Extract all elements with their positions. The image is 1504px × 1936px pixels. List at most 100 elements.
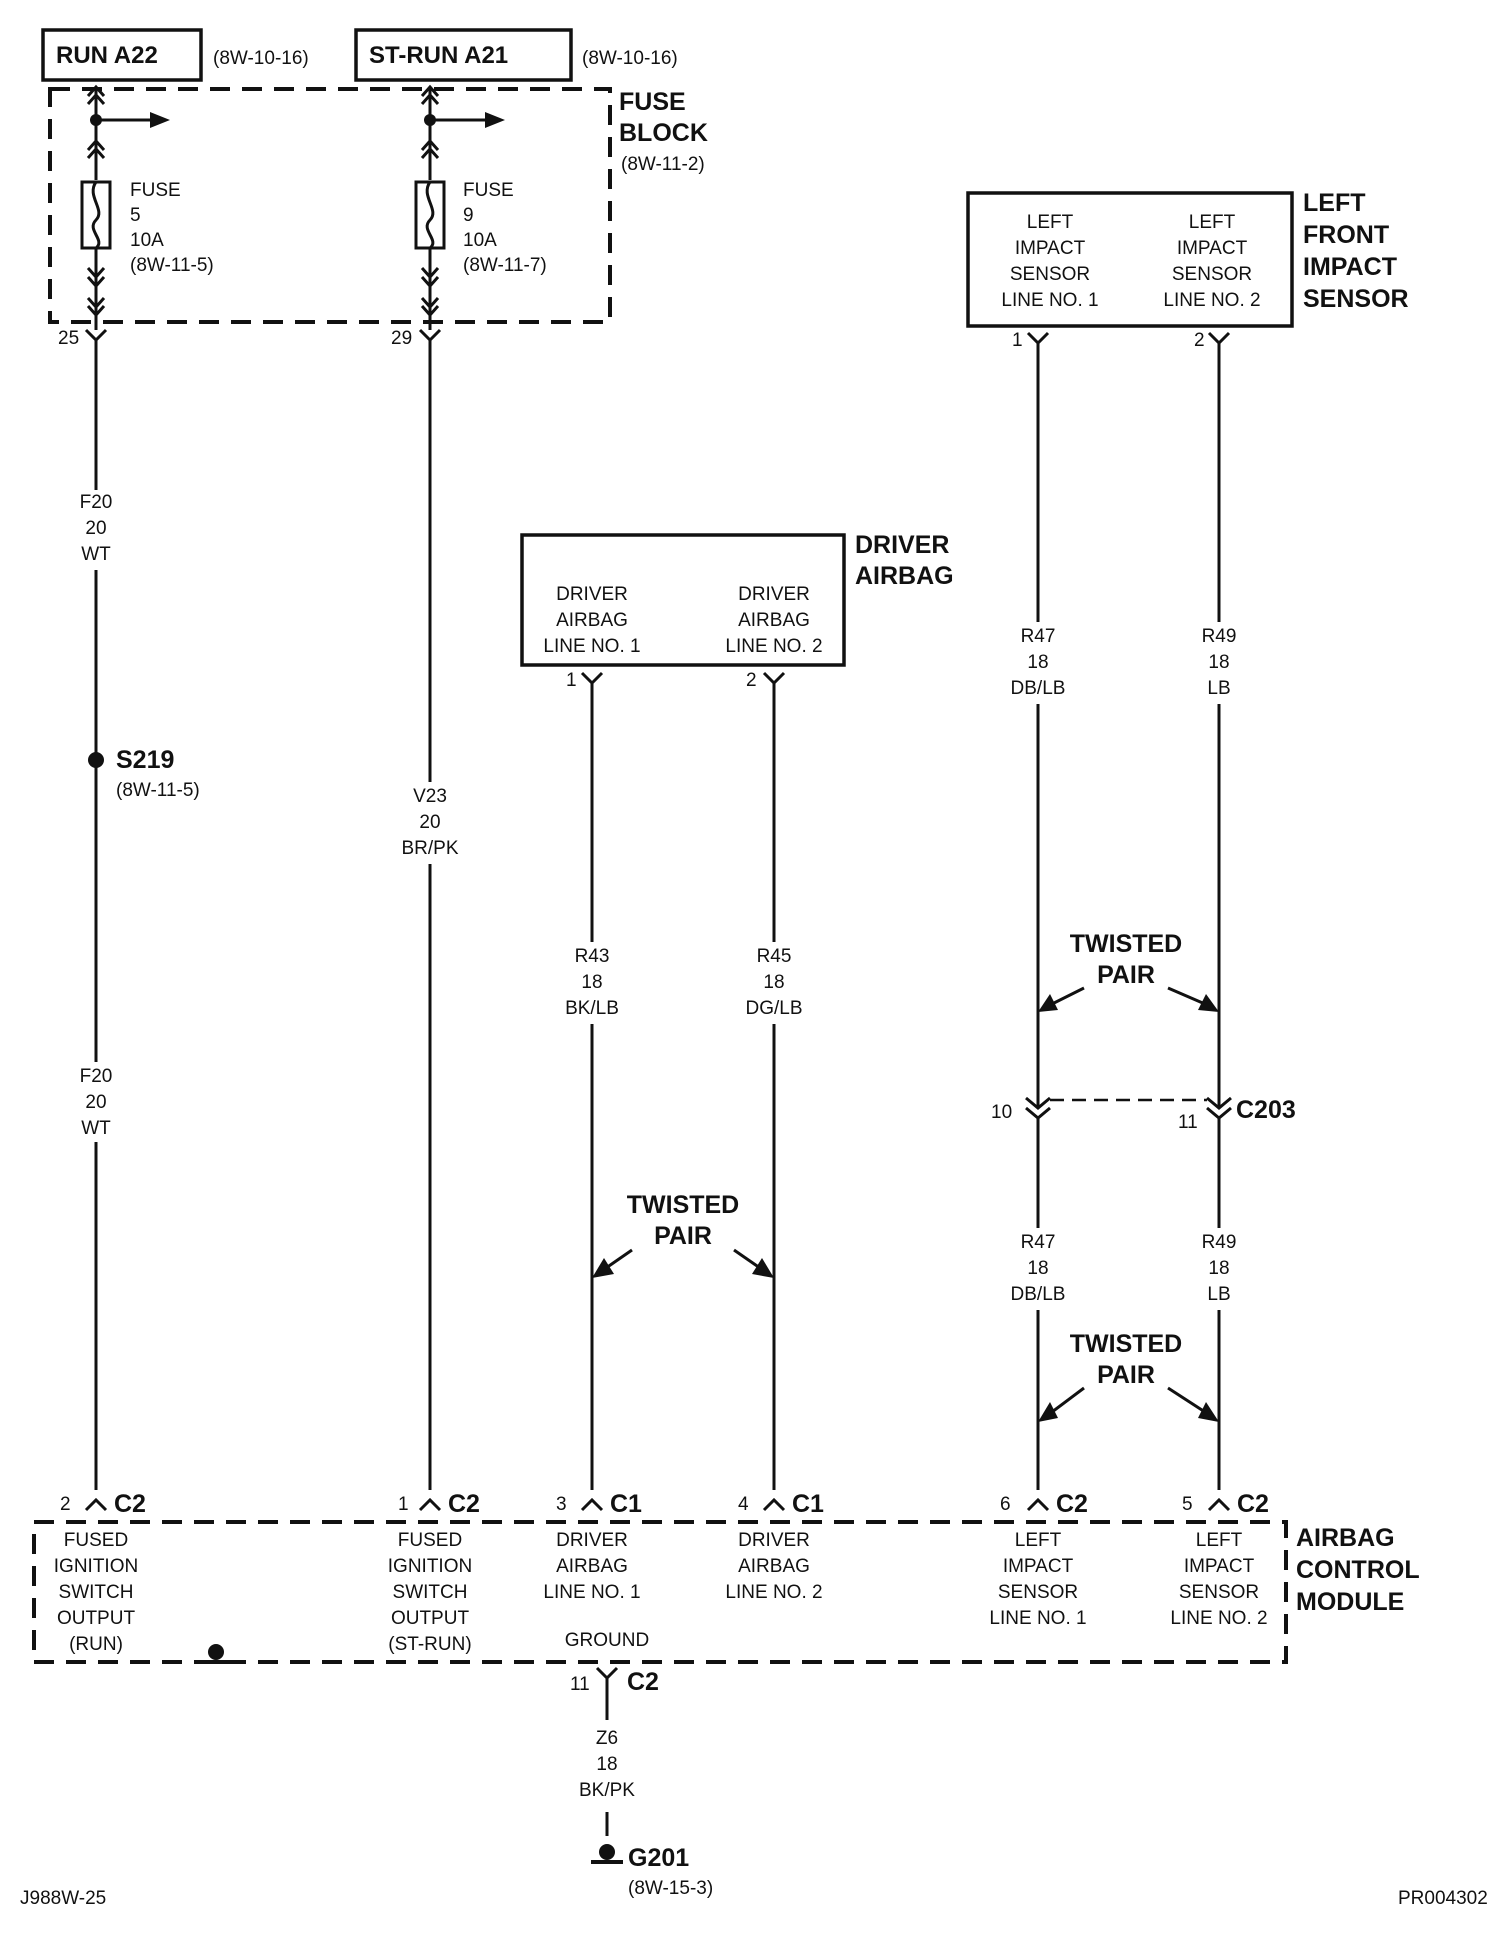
svg-text:LEFT: LEFT	[1015, 1530, 1062, 1551]
wire-r47-lower: R47 18 DB/LB	[1000, 1118, 1076, 1490]
svg-text:PAIR: PAIR	[654, 1222, 712, 1250]
svg-text:TWISTED: TWISTED	[1070, 1330, 1183, 1358]
wire-r43: R43 18 BK/LB	[556, 683, 628, 1490]
wire-r49-upper: R49 18 LB	[1190, 343, 1248, 1108]
svg-text:AIRBAG: AIRBAG	[738, 1556, 810, 1577]
svg-text:SWITCH: SWITCH	[59, 1582, 134, 1603]
acm-pin-strun: 1 C2 FUSED IGNITION SWITCH OUTPUT (ST-RU…	[388, 1490, 480, 1655]
svg-text:LEFT: LEFT	[1303, 189, 1366, 217]
fuse9-pin: 29	[391, 328, 412, 349]
svg-text:2: 2	[60, 1494, 71, 1515]
svg-text:SENSOR: SENSOR	[1010, 264, 1090, 285]
arrow-left-icon	[1038, 1402, 1058, 1422]
svg-text:IMPACT: IMPACT	[1003, 1556, 1074, 1577]
svg-text:FUSED: FUSED	[398, 1530, 462, 1551]
svg-text:1: 1	[566, 670, 577, 691]
fuse5-line3: 10A	[130, 230, 164, 251]
svg-text:PAIR: PAIR	[1097, 961, 1155, 989]
fuse9-line1: FUSE	[463, 180, 514, 201]
svg-text:CONTROL: CONTROL	[1296, 1556, 1420, 1584]
svg-text:F20: F20	[80, 1066, 113, 1087]
svg-text:R45: R45	[757, 946, 792, 967]
fuse-block-ref: (8W-11-2)	[621, 154, 705, 175]
svg-text:10: 10	[991, 1102, 1012, 1123]
svg-text:20: 20	[85, 1092, 106, 1113]
svg-text:SENSOR: SENSOR	[1303, 285, 1409, 313]
svg-text:C203: C203	[1236, 1096, 1296, 1124]
svg-text:PAIR: PAIR	[1097, 1361, 1155, 1389]
svg-text:11: 11	[570, 1674, 590, 1695]
svg-text:(RUN): (RUN)	[69, 1634, 123, 1655]
ground-g201: G201 (8W-15-3)	[591, 1844, 713, 1899]
fuse-9: FUSE 9 10A (8W-11-7)	[414, 84, 547, 330]
driver-airbag-title-2: AIRBAG	[855, 562, 954, 590]
svg-text:BR/PK: BR/PK	[401, 838, 458, 859]
svg-text:(8W-15-3): (8W-15-3)	[628, 1878, 713, 1899]
svg-text:DRIVER: DRIVER	[556, 1530, 628, 1551]
svg-text:DRIVER: DRIVER	[738, 584, 810, 605]
wire-f20: 25 F20 20 WT S219 (8W-11-5) F20 20 WT	[58, 328, 200, 1490]
svg-text:18: 18	[1208, 652, 1229, 673]
source-strun-ref: (8W-10-16)	[582, 48, 678, 69]
fuse-symbol	[80, 180, 112, 250]
wire-v23: 29 V23 20 BR/PK	[391, 328, 465, 1490]
left-front-impact-sensor: LEFT FRONT IMPACT SENSOR LEFT IMPACT SEN…	[966, 189, 1409, 351]
svg-text:LINE NO. 1: LINE NO. 1	[543, 636, 640, 657]
svg-text:6: 6	[1000, 1494, 1011, 1515]
svg-text:DG/LB: DG/LB	[745, 998, 802, 1019]
svg-text:BK/PK: BK/PK	[579, 1780, 635, 1801]
arrow-right-icon	[485, 112, 505, 128]
fuse-5: FUSE 5 10A (8W-11-5)	[80, 84, 214, 330]
svg-text:1: 1	[1012, 330, 1023, 351]
svg-text:IMPACT: IMPACT	[1303, 253, 1397, 281]
svg-text:C2: C2	[448, 1490, 480, 1518]
svg-text:TWISTED: TWISTED	[1070, 930, 1183, 958]
svg-text:LEFT: LEFT	[1027, 212, 1074, 233]
svg-text:SENSOR: SENSOR	[1172, 264, 1252, 285]
svg-text:(ST-RUN): (ST-RUN)	[388, 1634, 471, 1655]
footer-left: J988W-25	[20, 1888, 106, 1909]
svg-text:DRIVER: DRIVER	[556, 584, 628, 605]
splice-label: S219	[116, 746, 174, 774]
svg-text:IGNITION: IGNITION	[388, 1556, 472, 1577]
svg-text:C1: C1	[610, 1490, 642, 1518]
svg-text:LINE NO. 1: LINE NO. 1	[1001, 290, 1098, 311]
fuse5-line4: (8W-11-5)	[130, 255, 214, 276]
acm-pin-sensor-2: 5 C2 LEFT IMPACT SENSOR LINE NO. 2	[1170, 1490, 1269, 1629]
arrow-right-icon	[1198, 1402, 1219, 1422]
svg-text:AIRBAG: AIRBAG	[556, 610, 628, 631]
svg-text:1: 1	[398, 1494, 409, 1515]
svg-text:R47: R47	[1021, 626, 1056, 647]
acm-pin-airbag-1: 3 C1 DRIVER AIRBAG LINE NO. 1	[543, 1490, 642, 1603]
acm-pin-sensor-1: 6 C2 LEFT IMPACT SENSOR LINE NO. 1	[989, 1490, 1088, 1629]
fuse9-line3: 10A	[463, 230, 497, 251]
ground-icon	[200, 1644, 232, 1664]
svg-text:SWITCH: SWITCH	[393, 1582, 468, 1603]
arrow-left-icon	[592, 1258, 614, 1278]
svg-text:BK/LB: BK/LB	[565, 998, 619, 1019]
svg-text:5: 5	[1182, 1494, 1193, 1515]
source-strun-label: ST-RUN A21	[369, 42, 508, 69]
source-strun-a21: ST-RUN A21 (8W-10-16)	[354, 28, 678, 82]
arrow-right-icon	[1198, 994, 1219, 1012]
svg-text:18: 18	[1027, 652, 1048, 673]
svg-text:18: 18	[763, 972, 784, 993]
connector-c203: 10 11 C203	[991, 1096, 1296, 1133]
fuse-symbol	[414, 180, 446, 250]
wire-r47-upper: R47 18 DB/LB	[1000, 343, 1076, 1108]
splice-dot	[88, 752, 104, 768]
source-run-ref: (8W-10-16)	[213, 48, 309, 69]
wire-z6: Z6 18 BK/PK	[570, 1678, 644, 1836]
svg-text:WT: WT	[81, 1118, 111, 1139]
driver-airbag-title-1: DRIVER	[855, 531, 949, 559]
fuse-block-title-1: FUSE	[619, 88, 686, 116]
wire-label-v23: V23 20 BR/PK	[395, 782, 465, 864]
arrow-left-icon	[1038, 994, 1058, 1012]
svg-text:LINE NO. 2: LINE NO. 2	[1170, 1608, 1267, 1629]
fuse5-line2: 5	[130, 205, 141, 226]
fuse9-line2: 9	[463, 205, 474, 226]
svg-text:DRIVER: DRIVER	[738, 1530, 810, 1551]
fuse9-line4: (8W-11-7)	[463, 255, 547, 276]
svg-text:MODULE: MODULE	[1296, 1588, 1404, 1616]
svg-text:TWISTED: TWISTED	[627, 1191, 740, 1219]
